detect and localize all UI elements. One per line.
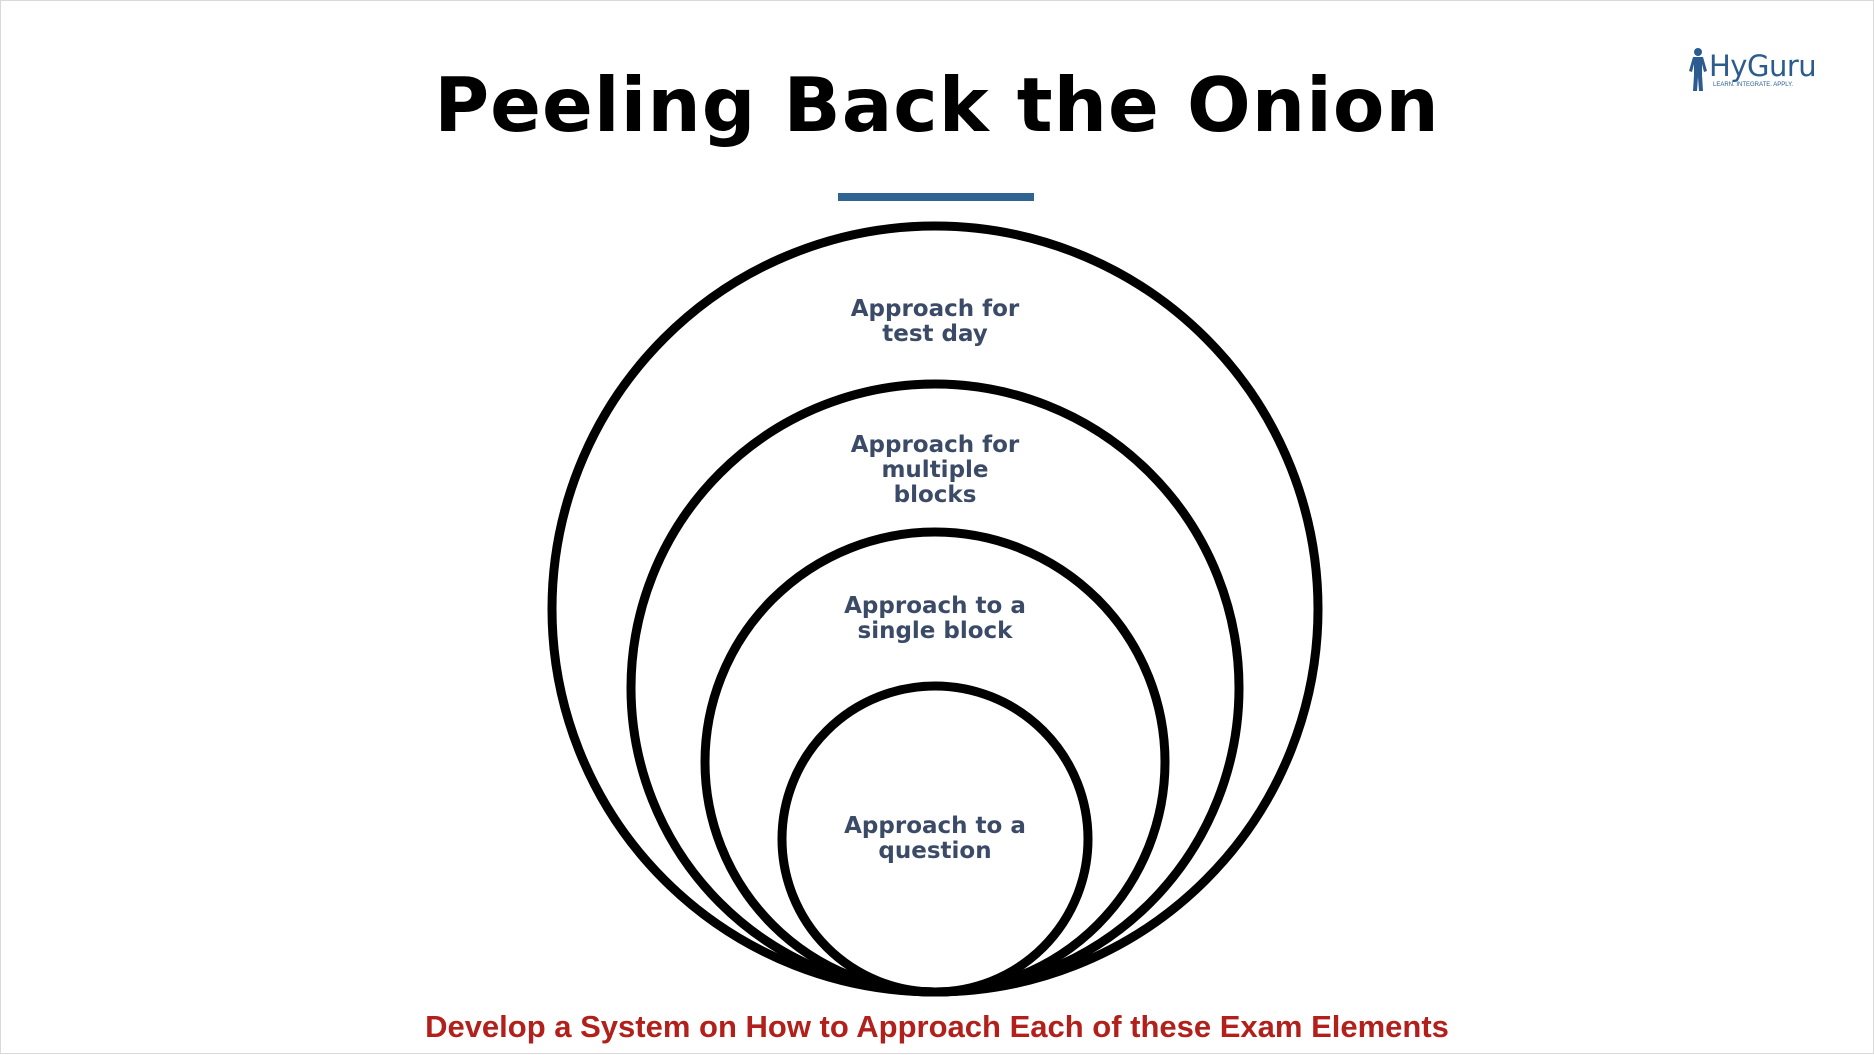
ring-label-multiple-blocks: Approach for multiple blocks: [850, 432, 1020, 508]
ring-label-question: Approach to a question: [844, 813, 1026, 864]
slide-title: Peeling Back the Onion: [434, 61, 1440, 149]
ring-label-test-day: Approach for test day: [850, 296, 1020, 347]
anatomy-figure-icon: [1689, 48, 1707, 91]
logo-tagline: LEARN. INTEGRATE. APPLY.: [1713, 82, 1794, 88]
ring-inner: [777, 681, 1093, 997]
logo-wordmark: HyGuru: [1709, 49, 1817, 83]
title-underline: [838, 193, 1034, 201]
hyguru-logo: HyGuru LEARN. INTEGRATE. APPLY.: [1687, 47, 1823, 95]
ring-label-single-block: Approach to a single block: [844, 593, 1026, 644]
bottom-caption: Develop a System on How to Approach Each…: [425, 1009, 1449, 1044]
